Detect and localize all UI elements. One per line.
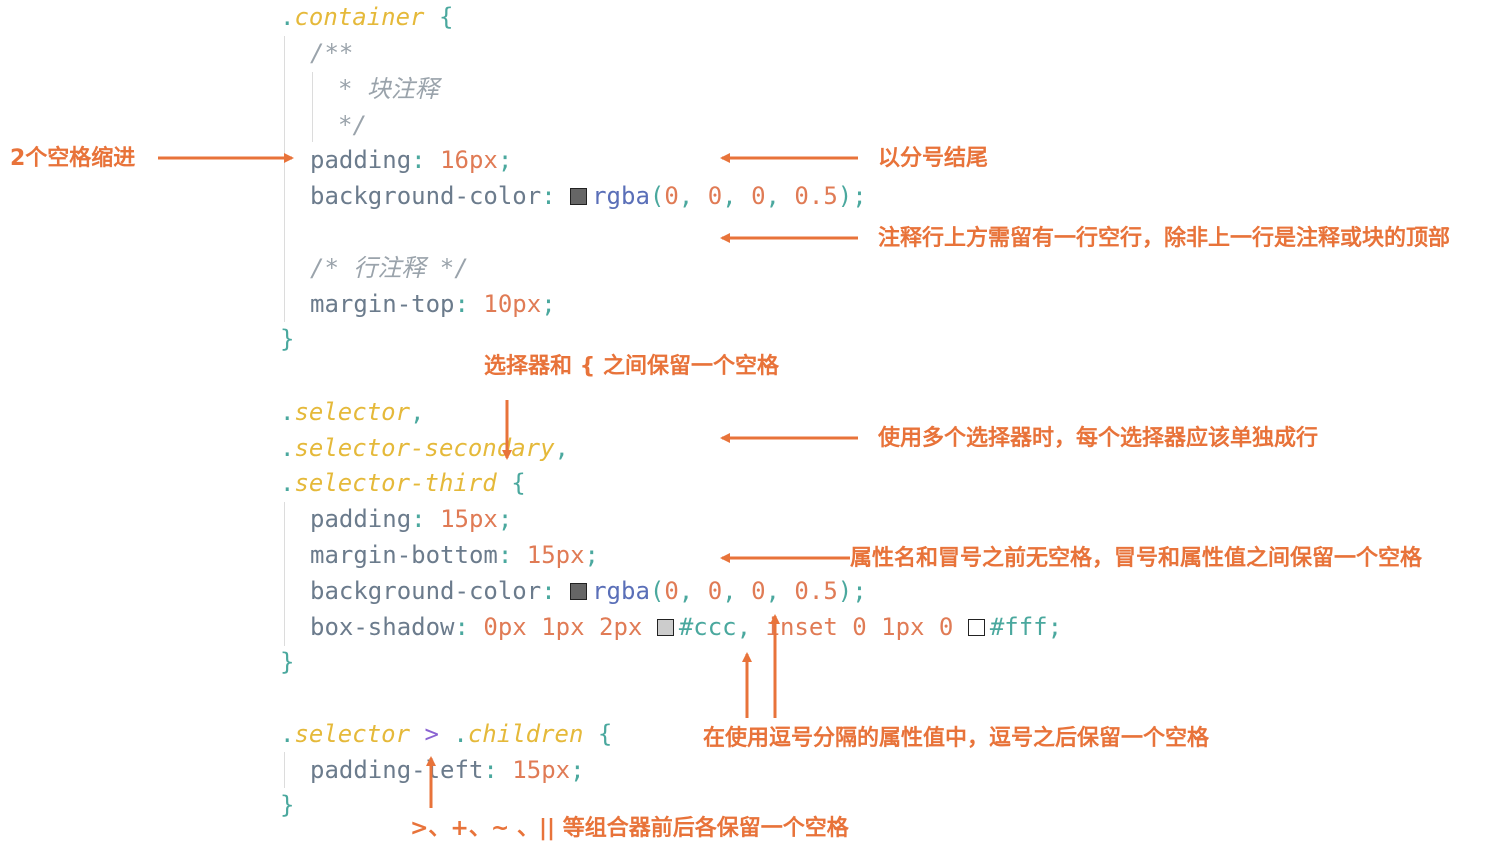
annotation-colon-space: 属性名和冒号之前无空格，冒号和属性值之间保留一个空格 — [850, 546, 1423, 571]
annotation-multi-selector: 使用多个选择器时，每个选择器应该单独成行 — [878, 426, 1319, 451]
code-line-background-color: background-color: rgba(0, 0, 0, 0.5); — [310, 182, 867, 210]
annotation-indent: 2个空格缩进 — [10, 146, 136, 171]
indent-guide — [312, 72, 313, 142]
annotation-selector-brace-space: 选择器和 { 之间保留一个空格 — [484, 354, 779, 379]
annotation-comment-blank-line: 注释行上方需留有一行空行，除非上一行是注释或块的顶部 — [878, 226, 1451, 251]
annotation-comma-space: 在使用逗号分隔的属性值中，逗号之后保留一个空格 — [703, 726, 1210, 751]
code-line-container: .container { — [280, 3, 454, 31]
code-line-margin-bottom: margin-bottom: 15px; — [310, 541, 599, 569]
color-swatch — [570, 583, 588, 600]
code-line-selector-third: .selector-third { — [280, 469, 526, 497]
code-line-padding: padding: 15px; — [310, 505, 513, 533]
code-line-box-shadow: box-shadow: 0px 1px 2px #ccc, inset 0 1p… — [310, 613, 1063, 641]
code-line-margin-top: margin-top: 10px; — [310, 290, 556, 318]
color-swatch — [967, 619, 985, 636]
code-close-brace: } — [280, 791, 295, 819]
code-line-padding-left: padding-left: 15px; — [310, 756, 585, 784]
indent-guide — [284, 752, 285, 788]
code-line-padding: padding: 16px; — [310, 146, 513, 174]
annotation-semicolon: 以分号结尾 — [878, 146, 989, 171]
code-block-comment-body: * 块注释 — [338, 75, 439, 103]
indent-guide — [284, 36, 285, 322]
code-block-comment-open: /** — [310, 39, 354, 67]
code-line-comment: /* 行注释 */ — [310, 254, 469, 282]
color-swatch — [570, 188, 588, 205]
code-close-brace: } — [280, 648, 295, 676]
code-close-brace: } — [280, 325, 295, 353]
indent-guide — [284, 502, 285, 646]
annotation-combinator-space: >、+、~ 、|| 等组合器前后各保留一个空格 — [410, 816, 849, 841]
code-line-child-selector: .selector > .children { — [280, 720, 613, 748]
code-line-background-color: background-color: rgba(0, 0, 0, 0.5); — [310, 577, 867, 605]
code-line-selector: .selector, — [280, 398, 425, 426]
code-block-comment-close: */ — [338, 111, 367, 139]
color-swatch — [656, 619, 674, 636]
